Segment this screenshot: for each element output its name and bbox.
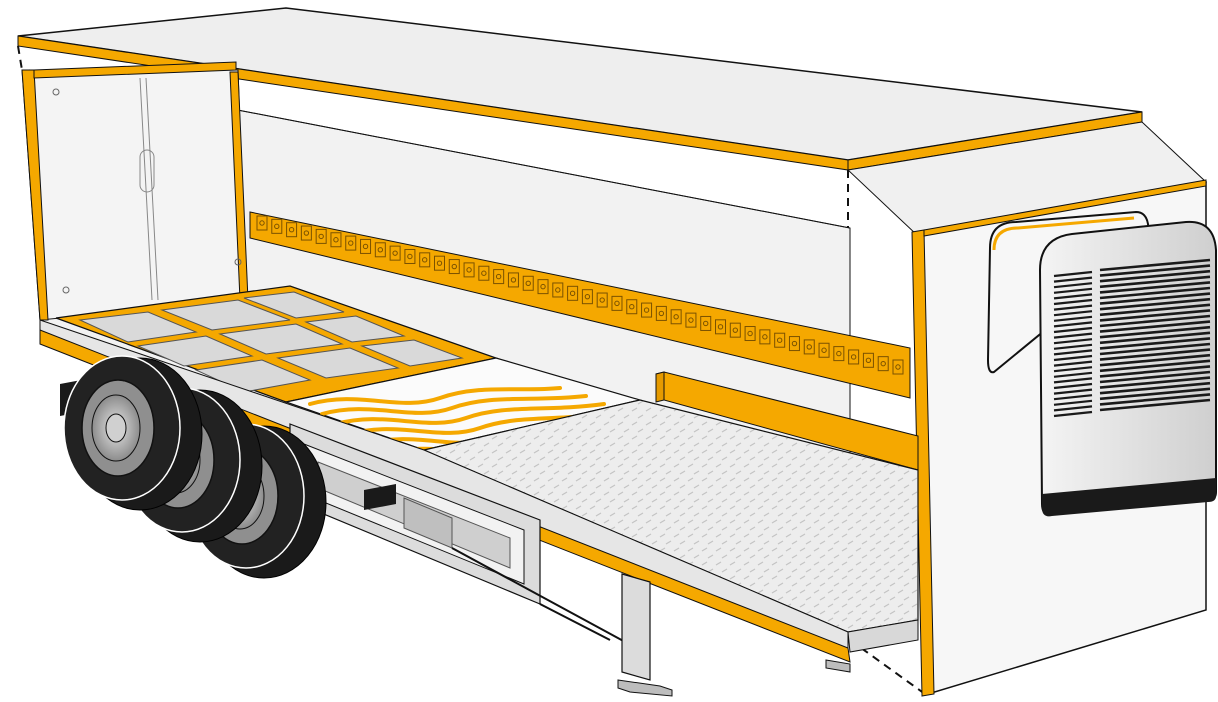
load-rail-slot [389, 245, 401, 261]
load-rail-slot [507, 272, 519, 288]
load-rail-slot [478, 265, 490, 281]
load-rail-slot [552, 282, 564, 298]
floor-kerb [655, 371, 919, 471]
load-rail-slot [818, 342, 830, 358]
rear-door-frame [21, 61, 249, 321]
load-rail-slot [360, 238, 372, 254]
load-rail-slot [700, 315, 712, 331]
load-rail-slot [433, 255, 445, 271]
load-rail-slot [641, 302, 653, 318]
load-rail-slot [493, 269, 505, 285]
load-rail-slot [611, 295, 623, 311]
load-rail-slot [419, 252, 431, 268]
load-rail-slot [877, 356, 889, 372]
load-rail-slot [759, 329, 771, 345]
refrigeration-unit [986, 210, 1217, 517]
axle-group [63, 355, 327, 579]
load-rail-slot [596, 292, 608, 308]
load-rail-slot [567, 285, 579, 301]
load-rail-slot [315, 228, 327, 244]
floor-grid-section [55, 285, 499, 403]
load-rail-slot [537, 279, 549, 295]
load-rail-slot [670, 309, 682, 325]
load-rail-slot [729, 322, 741, 338]
load-rail-slot [626, 299, 638, 315]
wheel [63, 355, 203, 511]
load-rail-slots [256, 215, 904, 375]
condenser-grille [1053, 258, 1211, 418]
load-rail-slot [374, 242, 386, 258]
load-rail-slot [744, 326, 756, 342]
load-rail-slot [256, 215, 268, 231]
load-rail-slot [685, 312, 697, 328]
load-rail-slot [330, 232, 342, 248]
load-rail-slot [404, 248, 416, 264]
load-rail-slot [271, 218, 283, 234]
load-rail-slot [715, 319, 727, 335]
landing-leg [617, 573, 673, 697]
load-rail-slot [848, 349, 860, 365]
load-rail [249, 211, 911, 399]
load-rail-slot [463, 262, 475, 278]
load-rail-slot [774, 332, 786, 348]
load-rail-slot [448, 259, 460, 275]
chassis-frame [60, 378, 641, 651]
load-rail-slot [286, 222, 298, 238]
load-rail-slot [803, 339, 815, 355]
load-rail-slot [862, 352, 874, 368]
load-rail-slot [788, 336, 800, 352]
load-rail-slot [300, 225, 312, 241]
load-rail-slot [345, 235, 357, 251]
load-rail-slot [892, 359, 904, 375]
load-rail-slot [581, 289, 593, 305]
load-rail-slot [655, 305, 667, 321]
load-rail-slot [833, 346, 845, 362]
load-rail-slot [522, 275, 534, 291]
